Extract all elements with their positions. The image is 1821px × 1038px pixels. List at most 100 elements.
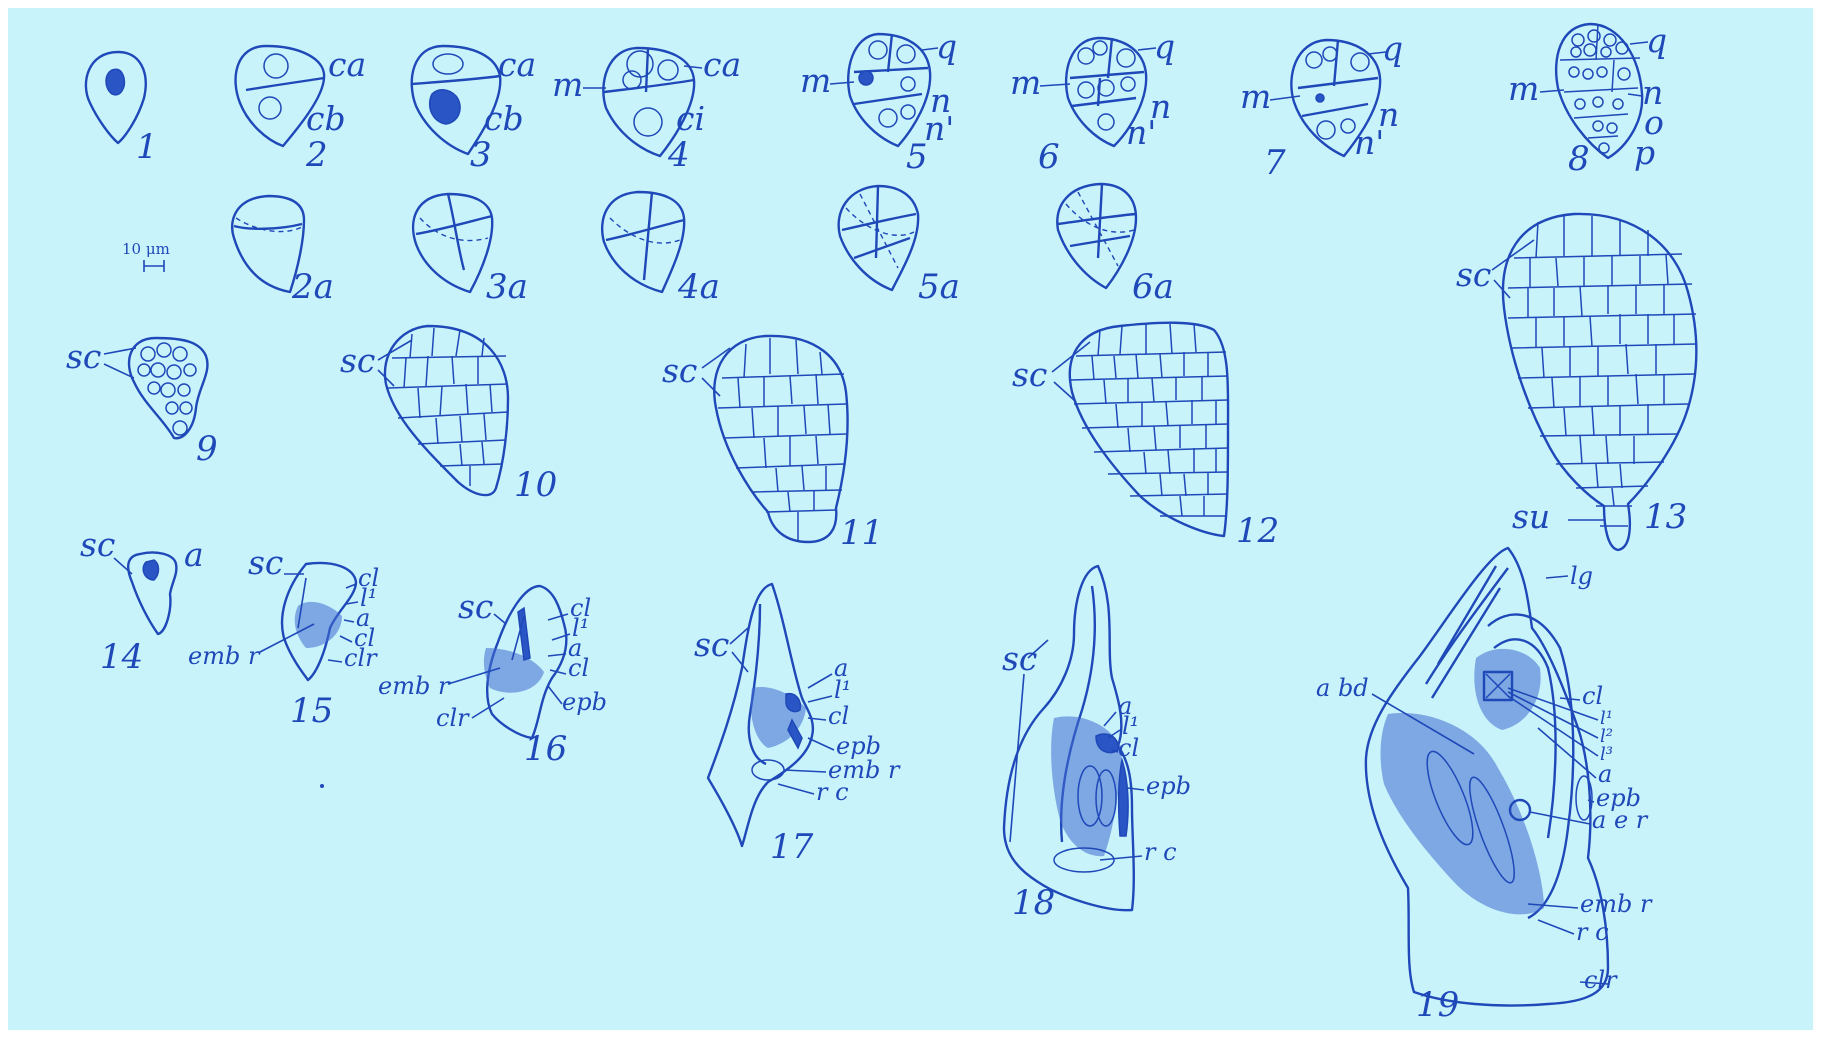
- figure-number: 16: [524, 729, 567, 769]
- label-n-prime: n': [1354, 123, 1384, 162]
- figure-number: 8: [1568, 139, 1590, 179]
- figure-5a: 5a: [839, 186, 960, 307]
- label-n-prime: n': [924, 109, 954, 148]
- label-clr: clr: [344, 644, 378, 672]
- figure-14: sc a 14: [80, 525, 204, 677]
- speck: [320, 784, 324, 788]
- label-ca: ca: [703, 45, 741, 84]
- figure-number: 10: [514, 465, 557, 505]
- label-epb: epb: [1146, 772, 1191, 800]
- label-m: m: [1240, 77, 1271, 116]
- label-q: q: [1646, 21, 1667, 60]
- figure-number: 6: [1038, 137, 1060, 177]
- figure-13-embryo: sc su 13: [1456, 214, 1696, 550]
- label-emb-r: emb r: [1580, 890, 1653, 918]
- figure-18: sc a l¹ cl epb r c 18: [1002, 566, 1191, 923]
- label-m: m: [1010, 63, 1041, 102]
- figure-number: 11: [840, 513, 883, 553]
- figure-4a: 4a: [602, 192, 720, 307]
- figure-4-four-cell: m ca ci 4: [552, 45, 741, 175]
- figure-number: 2: [305, 135, 328, 175]
- label-clr: clr: [1584, 966, 1618, 994]
- figure-plate: 1 ca cb 2 ca cb 3 m ca ci 4: [8, 8, 1813, 1030]
- label-ci: ci: [676, 99, 705, 138]
- figure-9-proembryo: sc 9: [66, 337, 218, 469]
- label-sc: sc: [1012, 355, 1047, 394]
- label-sc: sc: [662, 351, 697, 390]
- figure-2-two-cell: ca cb 2: [236, 45, 367, 175]
- label-m: m: [1508, 69, 1539, 108]
- figure-16: sc cl l¹ a cl epb emb r clr 16: [378, 586, 607, 769]
- figure-number: 14: [100, 637, 143, 677]
- figure-3-three-cell: ca cb 3: [412, 45, 536, 175]
- label-cb: cb: [484, 99, 524, 138]
- label-rc: r c: [816, 778, 849, 806]
- label-cl: cl: [568, 654, 589, 682]
- figure-number: 5a: [918, 267, 960, 307]
- figure-number: 4: [667, 135, 690, 175]
- label-cl: cl: [828, 702, 849, 730]
- figure-15: sc cl l¹ a cl clr emb r 15: [188, 543, 379, 731]
- figure-number: 17: [770, 827, 814, 867]
- label-cl: cl: [1582, 682, 1603, 710]
- figure-1-zygote: 1: [86, 52, 158, 167]
- label-emb-r: emb r: [188, 642, 261, 670]
- figure-2a: 2a: [232, 196, 334, 307]
- label-ca: ca: [328, 45, 366, 84]
- figure-8-multicell: m q n o p 8: [1508, 21, 1667, 179]
- label-sc: sc: [340, 341, 375, 380]
- label-su: su: [1512, 497, 1550, 536]
- label-sc: sc: [66, 337, 101, 376]
- figure-5-multicell: m q n n' 5: [800, 27, 957, 177]
- figure-11-embryo: sc 11: [662, 336, 883, 553]
- label-sc: sc: [1456, 255, 1491, 294]
- label-lg: lg: [1570, 562, 1593, 590]
- figure-number: 18: [1012, 883, 1055, 923]
- figure-12-embryo: sc 12: [1012, 323, 1279, 551]
- label-epb: epb: [562, 688, 607, 716]
- figure-number: 13: [1644, 497, 1687, 537]
- figure-7-multicell: m q n n' 7: [1240, 29, 1403, 183]
- figure-number: 15: [290, 691, 333, 731]
- label-a-bd: a bd: [1316, 674, 1369, 702]
- label-p: p: [1634, 133, 1655, 172]
- label-sc: sc: [248, 543, 283, 582]
- label-cb: cb: [306, 99, 346, 138]
- label-q: q: [1382, 29, 1403, 68]
- figure-number: 12: [1236, 511, 1279, 551]
- label-n-prime: n': [1126, 113, 1156, 152]
- figure-number: 19: [1416, 985, 1459, 1025]
- figure-number: 5: [906, 137, 928, 177]
- label-rc: r c: [1576, 918, 1609, 946]
- scale-bar-label: 10 μm: [122, 240, 170, 258]
- label-sc: sc: [80, 525, 115, 564]
- figure-6a: 6a: [1057, 184, 1174, 307]
- label-sc: sc: [458, 587, 493, 626]
- label-ca: ca: [498, 45, 536, 84]
- label-a-e-r: a e r: [1592, 806, 1649, 834]
- figure-19: lg a bd cl l¹ l² l³ a epb a e r emb r r …: [1316, 548, 1653, 1025]
- label-m: m: [552, 65, 583, 104]
- figure-6-multicell: m q n n' 6: [1010, 27, 1175, 177]
- label-sc: sc: [694, 625, 729, 664]
- label-q: q: [936, 27, 957, 66]
- label-a: a: [184, 535, 204, 574]
- label-cl: cl: [1118, 734, 1139, 762]
- label-l1: l¹: [834, 676, 851, 704]
- figure-10-globular: sc 10: [340, 326, 557, 505]
- label-emb-r: emb r: [378, 672, 451, 700]
- figure-3a: 3a: [413, 194, 528, 307]
- figure-number: 2a: [291, 267, 334, 307]
- label-sc: sc: [1002, 639, 1037, 678]
- label-m: m: [800, 61, 831, 100]
- figure-number: 6a: [1132, 267, 1174, 307]
- embryo-development-drawing: 1 ca cb 2 ca cb 3 m ca ci 4: [8, 8, 1813, 1030]
- figure-number: 3: [470, 135, 492, 175]
- scale-bar: 10 μm: [122, 240, 170, 272]
- figure-number: 3a: [486, 267, 528, 307]
- figure-number: 9: [196, 429, 218, 469]
- label-clr: clr: [436, 704, 470, 732]
- figure-17: sc a l¹ cl epb emb r r c 17: [694, 584, 901, 867]
- label-rc: r c: [1144, 838, 1177, 866]
- figure-number: 4a: [677, 267, 720, 307]
